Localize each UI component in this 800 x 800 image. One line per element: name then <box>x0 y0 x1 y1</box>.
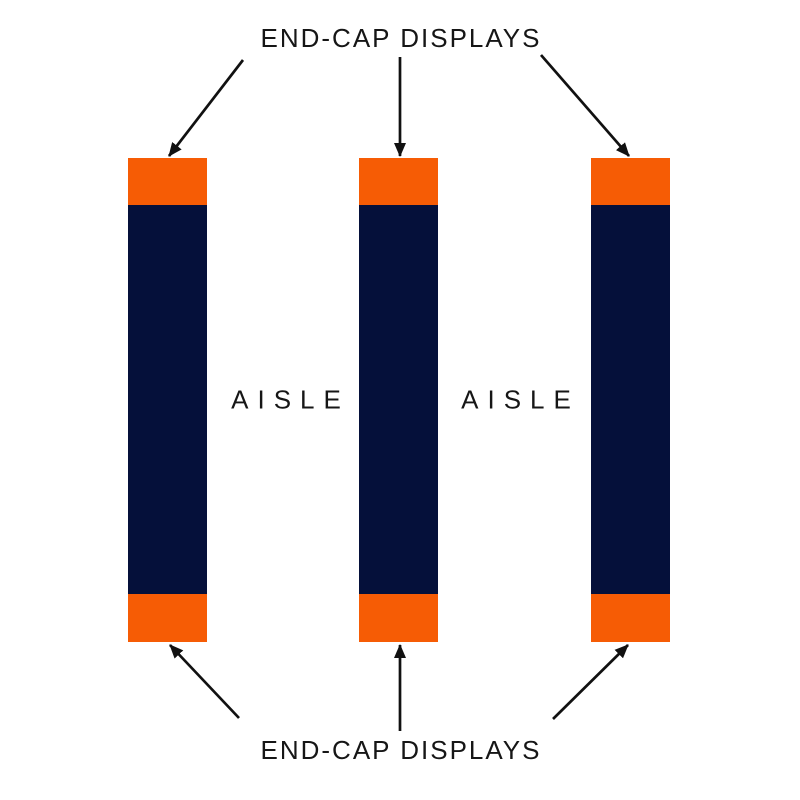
arrow-top-right-icon <box>539 54 631 157</box>
end-cap-top-right <box>591 158 670 205</box>
shelf-right <box>591 158 670 642</box>
end-cap-bottom-left <box>128 594 207 642</box>
aisle-label-left: AISLE <box>231 384 350 415</box>
end-cap-bottom-right <box>591 594 670 642</box>
top-endcap-label: END-CAP DISPLAYS <box>260 23 542 53</box>
arrow-bottom-left-icon <box>169 644 240 719</box>
shelf-body-right <box>591 205 670 594</box>
end-cap-top-middle <box>359 158 438 205</box>
end-cap-top-left <box>128 158 207 205</box>
shelf-middle <box>359 158 438 642</box>
bottom-endcap-label: END-CAP DISPLAYS <box>260 735 542 765</box>
shelf-body-middle <box>359 205 438 594</box>
aisle-label-right: AISLE <box>461 384 580 415</box>
arrow-top-left-icon <box>167 59 245 157</box>
shelf-left <box>128 158 207 642</box>
shelf-body-left <box>128 205 207 594</box>
end-cap-bottom-middle <box>359 594 438 642</box>
arrow-bottom-right-icon <box>552 644 629 720</box>
